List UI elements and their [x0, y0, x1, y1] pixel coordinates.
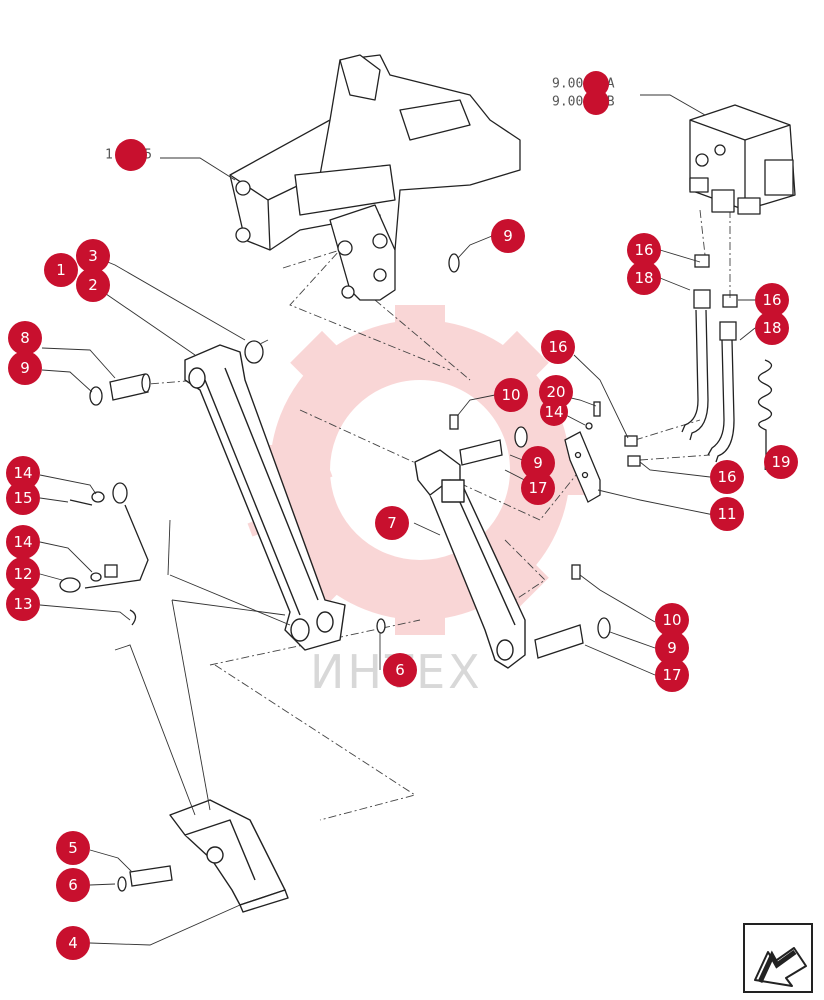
callout[interactable]: 8 [8, 321, 42, 355]
svg-text:11: 11 [717, 505, 736, 523]
svg-text:16: 16 [634, 241, 653, 259]
callout[interactable]: 13 [6, 587, 40, 621]
svg-text:16: 16 [717, 468, 736, 486]
svg-text:18: 18 [634, 269, 653, 287]
svg-text:5: 5 [68, 839, 78, 857]
callout[interactable]: 17 [655, 658, 689, 692]
callout[interactable]: 9 [491, 219, 525, 253]
arrow-down-left-icon[interactable] [743, 923, 813, 993]
callout[interactable]: 2 [76, 268, 110, 302]
callout[interactable]: 15 [6, 481, 40, 515]
svg-text:14: 14 [13, 533, 32, 551]
bushing [244, 340, 264, 364]
callout[interactable]: 9 [521, 446, 555, 480]
svg-text:10: 10 [662, 611, 681, 629]
callout[interactable]: 18 [755, 311, 789, 345]
lift-arm [184, 344, 346, 651]
callout[interactable]: 11 [710, 497, 744, 531]
svg-text:9: 9 [503, 227, 513, 245]
svg-text:9: 9 [20, 359, 30, 377]
svg-text:16: 16 [548, 338, 567, 356]
svg-text:20: 20 [546, 383, 565, 401]
svg-text:6: 6 [68, 876, 78, 894]
svg-text:18: 18 [762, 319, 781, 337]
svg-text:17: 17 [528, 479, 547, 497]
lift-cylinder [414, 449, 526, 669]
callout[interactable]: 18 [627, 261, 661, 295]
callout[interactable]: 6 [56, 868, 90, 902]
callout[interactable]: 17 [521, 471, 555, 505]
svg-text:15: 15 [13, 489, 32, 507]
callout[interactable]: 10 [655, 603, 689, 637]
reference-markers [115, 71, 609, 171]
callout[interactable]: 9 [655, 631, 689, 665]
callout[interactable]: 5 [56, 831, 90, 865]
svg-text:12: 12 [13, 565, 32, 583]
callout[interactable]: 3 [76, 239, 110, 273]
assembly-lines [134, 209, 731, 821]
callout[interactable]: 14 [540, 398, 568, 426]
svg-text:1: 1 [56, 261, 66, 279]
pins [89, 253, 641, 892]
callout[interactable]: 1 [44, 253, 78, 287]
hydraulic-hoses [681, 254, 738, 463]
callout[interactable]: 19 [764, 445, 798, 479]
callout[interactable]: 12 [6, 557, 40, 591]
svg-text:4: 4 [68, 934, 78, 952]
svg-text:9: 9 [667, 639, 677, 657]
svg-text:13: 13 [13, 595, 32, 613]
svg-text:14: 14 [544, 403, 563, 421]
spring [757, 359, 773, 470]
svg-text:2: 2 [88, 276, 98, 294]
svg-text:8: 8 [20, 329, 30, 347]
callout[interactable]: 16 [541, 330, 575, 364]
svg-text:19: 19 [771, 453, 790, 471]
callout[interactable]: 14 [6, 525, 40, 559]
svg-text:14: 14 [13, 464, 32, 482]
lower-link-bracket [169, 799, 289, 913]
svg-text:17: 17 [662, 666, 681, 684]
svg-text:10: 10 [501, 386, 520, 404]
callout[interactable]: 14 [6, 456, 40, 490]
callout[interactable]: 9 [8, 351, 42, 385]
callout[interactable]: 4 [56, 926, 90, 960]
svg-text:3: 3 [88, 247, 98, 265]
callouts: 1 3 2 8 9 14 15 14 12 13 5 6 4 6 9 16 18… [6, 219, 798, 960]
callout[interactable]: 16 [710, 460, 744, 494]
callout[interactable]: 16 [755, 283, 789, 317]
callout[interactable]: 6 [383, 653, 417, 687]
control-valve [689, 104, 796, 215]
svg-text:7: 7 [387, 514, 397, 532]
tractor-frame [229, 54, 521, 301]
svg-text:6: 6 [395, 661, 405, 679]
callout[interactable]: 16 [627, 233, 661, 267]
callout[interactable]: 10 [494, 378, 528, 412]
valve-block [564, 431, 601, 503]
check-cable [59, 482, 149, 626]
svg-text:16: 16 [762, 291, 781, 309]
svg-text:9: 9 [533, 454, 543, 472]
callout[interactable]: 7 [375, 506, 409, 540]
